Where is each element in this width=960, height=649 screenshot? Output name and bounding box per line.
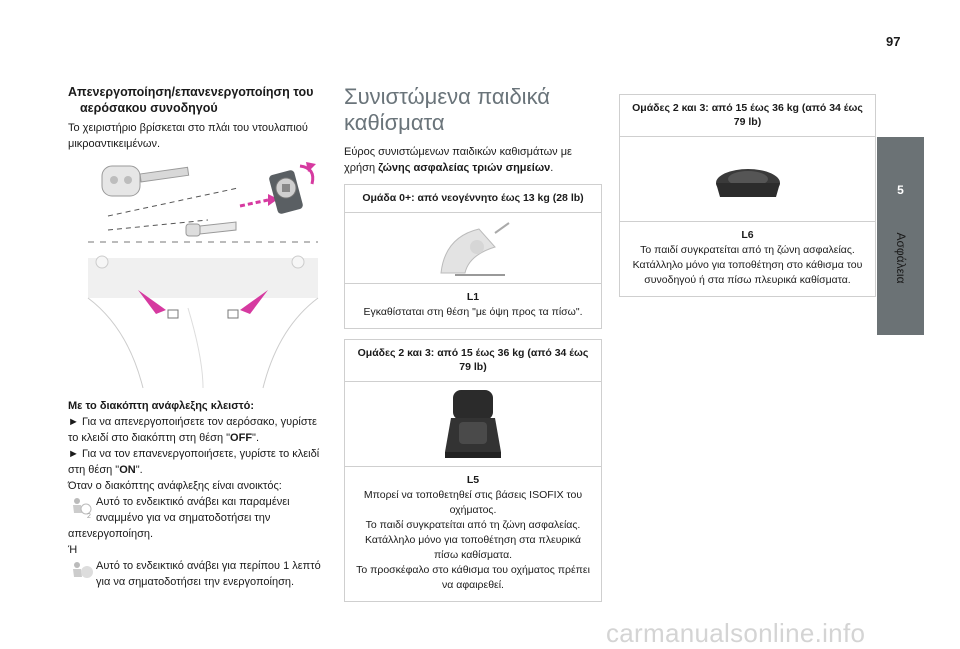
bullet-on-end: ". xyxy=(135,464,143,476)
seat-line: Κατάλληλο μόνο για τοποθέτηση στο κάθισμ… xyxy=(632,259,863,286)
note-on-line1: Αυτό το ενδεικτικό ανάβει για περίπου 1 … xyxy=(96,560,321,572)
child-seats-heading-line2: καθίσματα xyxy=(344,110,445,135)
child-seats-intro: Εύρος συνιστώμενων παιδικών καθισμάτων μ… xyxy=(344,144,602,176)
ignition-on-text: Όταν ο διακόπτης ανάφλεξης είναι ανοικτό… xyxy=(68,480,282,492)
chapter-tab[interactable]: 5 xyxy=(877,137,924,335)
seat-code: L6 xyxy=(741,229,754,241)
child-seats-heading: Συνιστώμενα παιδικά καθίσματα xyxy=(344,84,602,136)
seat-line: Το παιδί συγκρατείται από τη ζώνη ασφαλε… xyxy=(640,244,855,256)
intro-end: . xyxy=(550,162,554,174)
bullet-on-bold: ON xyxy=(119,464,136,476)
chapter-label-text: Ασφάλεια xyxy=(893,232,908,284)
note-off-line1: Αυτό το ενδεικτικό ανάβει και παραμένει xyxy=(96,496,290,508)
note-off-line3: απενεργοποίηση. xyxy=(68,528,154,540)
bullet-on: ► Για να τον επανενεργοποιήσετε, γυρίστε… xyxy=(68,446,326,478)
seat-description: Εγκαθίσταται στη θέση "με όψη προς τα πί… xyxy=(363,306,583,318)
bullet-off-end: ". xyxy=(252,432,260,444)
left-column: Απενεργοποίηση/επανενεργοποίηση του αερό… xyxy=(68,84,326,590)
seat-line: Κατάλληλο μόνο για τοποθέτηση στα πλευρι… xyxy=(365,534,581,561)
seat-box-body: L1 Εγκαθίσταται στη θέση "με όψη προς τα… xyxy=(345,284,601,328)
seat-image-l6 xyxy=(620,137,875,222)
airbag-switch-icon xyxy=(269,170,303,214)
seat-code: L1 xyxy=(466,291,480,303)
watermark: carmanualsonline.info xyxy=(606,618,866,648)
seat-box-l5: Ομάδες 2 και 3: από 15 έως 36 kg (από 34… xyxy=(344,339,602,602)
bullet-off-bold: OFF xyxy=(230,432,253,444)
bullet-glyph: ► xyxy=(68,448,79,460)
seat-line: Το προσκέφαλο στο κάθισμα του οχήματος π… xyxy=(356,564,590,591)
airbag-intro: Το χειριστήριο βρίσκεται στο πλάι του ντ… xyxy=(68,122,308,150)
instruction-title: Με το διακόπτη ανάφλεξης κλειστό: xyxy=(68,400,255,412)
key-blade-icon xyxy=(185,221,237,237)
page-number: 97 xyxy=(886,34,901,49)
seat-image-l1 xyxy=(345,213,601,284)
or-text: Ή xyxy=(68,544,78,556)
seat-image-l5 xyxy=(345,382,601,467)
airbag-heading-line1: Απενεργοποίηση/επανενεργοποίηση του xyxy=(68,85,314,99)
airbag-on-warning-icon xyxy=(73,562,93,578)
seat-line: Το παιδί συγκρατείται από τη ζώνη ασφαλε… xyxy=(365,519,581,531)
seat-line: Μπορεί να τοποθετηθεί στις βάσεις ISOFIX… xyxy=(363,489,583,516)
seat-box-header: Ομάδα 0+: από νεογέννητο έως 13 kg (28 l… xyxy=(345,185,601,213)
airbag-heading-line2: αερόσακου συνοδηγού xyxy=(80,101,218,115)
bullet-off: ► Για να απενεργοποιήσετε τον αερόσακο, … xyxy=(68,414,326,446)
child-seats-heading-line1: Συνιστώμενα παιδικά xyxy=(344,84,551,109)
bullet-on-text: Για να τον επανενεργοποιήσετε, γυρίστε τ… xyxy=(68,448,320,476)
bullet-glyph: ► xyxy=(68,416,79,428)
chapter-label: Ασφάλεια xyxy=(877,208,924,308)
booster-seat-with-back-icon xyxy=(445,390,501,458)
booster-cushion-icon xyxy=(716,169,780,197)
intro-plain: Εύρος συνιστώμενων παιδικών καθισμάτων μ… xyxy=(344,146,572,174)
intro-bold: ζώνης ασφαλείας τριών σημείων xyxy=(378,162,551,174)
note-off-line2: αναμμένο για να σηματοδοτήσει την xyxy=(96,512,271,524)
chapter-number: 5 xyxy=(897,183,904,197)
right-column: Ομάδες 2 και 3: από 15 έως 36 kg (από 34… xyxy=(619,94,876,297)
airbag-off-warning-icon: 2 xyxy=(73,498,92,519)
seat-box-l6: Ομάδες 2 και 3: από 15 έως 36 kg (από 34… xyxy=(619,94,876,297)
seat-code: L5 xyxy=(466,474,480,486)
seat-box-body: L6 Το παιδί συγκρατείται από τη ζώνη ασφ… xyxy=(620,222,875,296)
svg-text:2: 2 xyxy=(87,513,91,519)
note-on-line2: για να σηματοδοτήσει την ενεργοποίηση. xyxy=(96,576,295,588)
airbag-switch-illustration xyxy=(68,158,326,396)
note-off: 2 Αυτό το ενδεικτικό ανάβει και παραμένε… xyxy=(68,494,326,526)
note-on: Αυτό το ενδεικτικό ανάβει για περίπου 1 … xyxy=(68,558,326,590)
seat-box-body: L5 Μπορεί να τοποθετηθεί στις βάσεις ISO… xyxy=(345,467,601,601)
seat-box-header: Ομάδες 2 και 3: από 15 έως 36 kg (από 34… xyxy=(345,340,601,382)
dashboard-illustration xyxy=(87,255,319,389)
bullet-off-text: Για να απενεργοποιήσετε τον αερόσακο, γυ… xyxy=(68,416,317,444)
key-icon xyxy=(101,165,190,197)
seat-box-header: Ομάδες 2 και 3: από 15 έως 36 kg (από 34… xyxy=(620,95,875,137)
rear-facing-seat-icon xyxy=(440,222,510,276)
seat-box-l1: Ομάδα 0+: από νεογέννητο έως 13 kg (28 l… xyxy=(344,184,602,329)
middle-column: Συνιστώμενα παιδικά καθίσματα Εύρος συνι… xyxy=(344,84,602,602)
airbag-section-heading: Απενεργοποίηση/επανενεργοποίηση του αερό… xyxy=(68,84,326,116)
